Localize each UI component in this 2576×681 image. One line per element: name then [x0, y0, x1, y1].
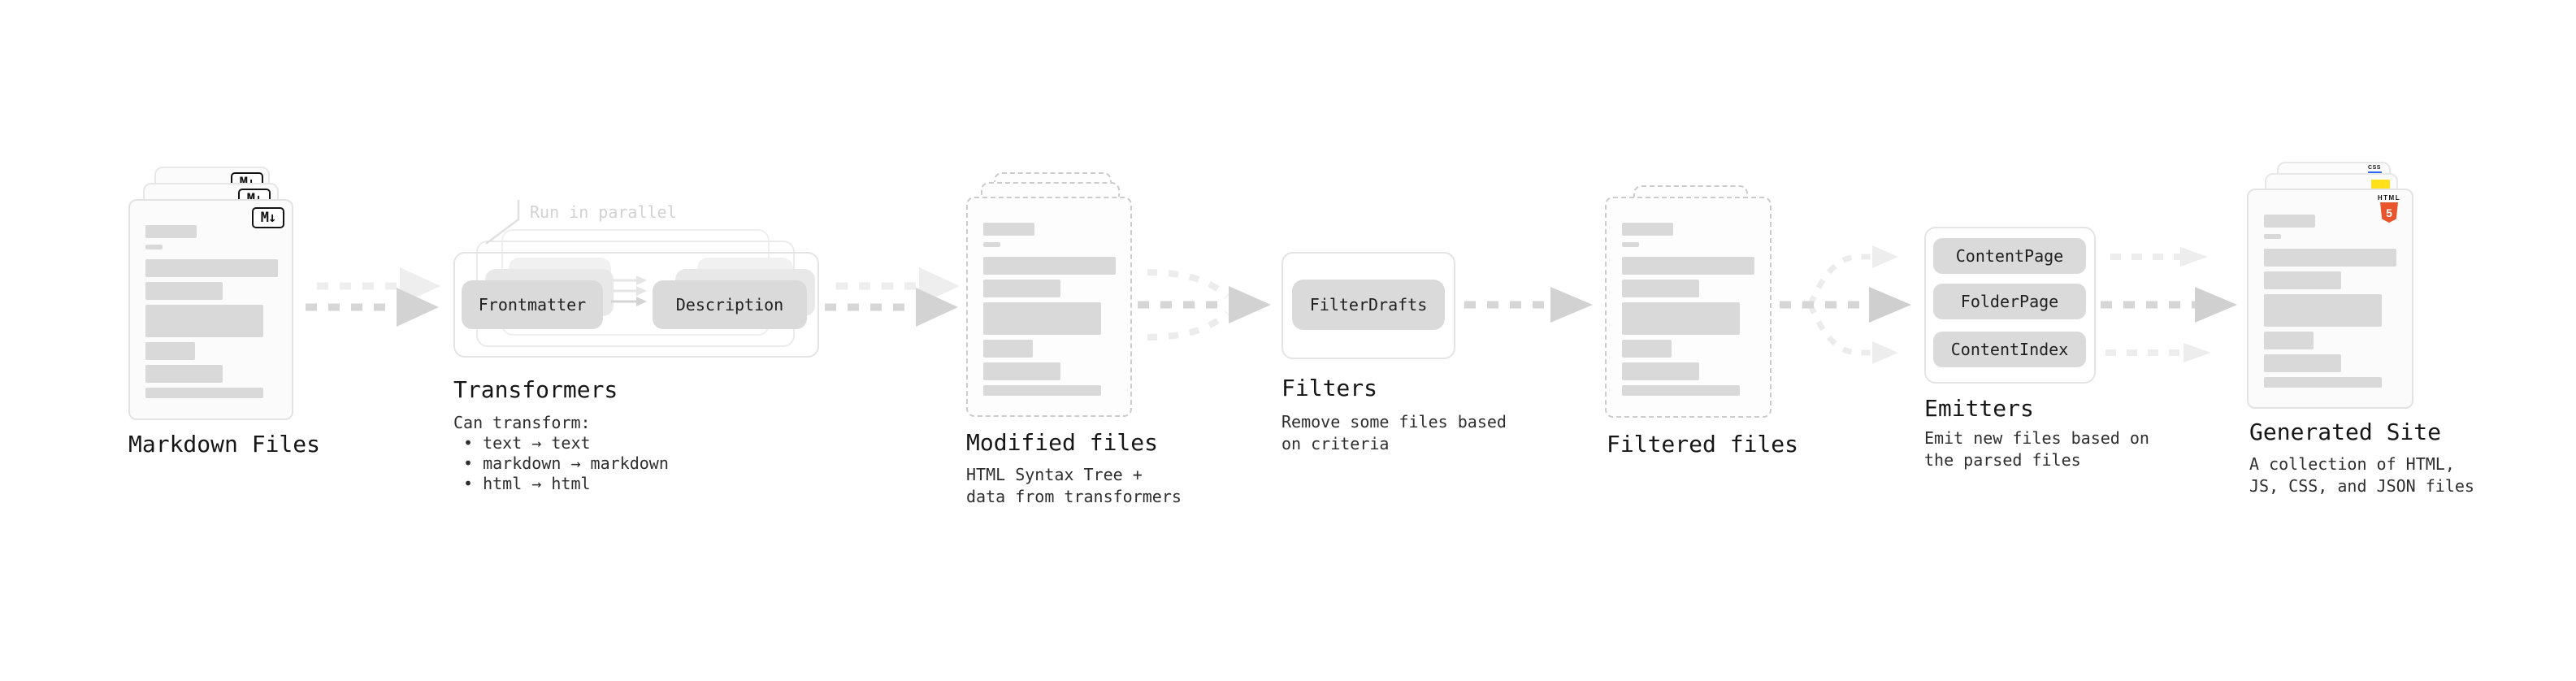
- filters-description: Remove some files based on criteria: [1281, 412, 1507, 453]
- flow-arrow-2: [825, 267, 960, 327]
- content-placeholder-bars: [2264, 215, 2396, 388]
- transformers-bullet: • html → html: [463, 474, 591, 493]
- contentindex-pill: ContentIndex: [1933, 332, 2086, 367]
- html5-icon: HTML 5: [2375, 194, 2403, 223]
- modified-file-card: [966, 197, 1132, 417]
- content-placeholder-bars: [983, 223, 1116, 396]
- filters-label: Filters: [1281, 375, 1378, 401]
- modified-files-description: HTML Syntax Tree + data from transformer…: [966, 465, 1182, 506]
- flow-arrow-6-parallel: [2101, 247, 2237, 362]
- flow-arrow-4: [1464, 287, 1593, 323]
- content-placeholder-bars: [145, 225, 278, 398]
- frontmatter-pill: Frontmatter: [462, 280, 603, 329]
- markdown-files-label: Markdown Files: [128, 431, 321, 458]
- emitters-description: Emit new files based on the parsed files: [1924, 428, 2149, 470]
- description-pill: Description: [653, 280, 807, 329]
- content-placeholder-bars: [1622, 223, 1754, 396]
- filterdrafts-pill: FilterDrafts: [1292, 280, 1445, 330]
- folderpage-pill: FolderPage: [1933, 284, 2086, 319]
- transformers-bullet: • text → text: [463, 433, 591, 453]
- flow-arrow-5-diverge: [1780, 245, 1911, 364]
- transformers-desc-title: Can transform:: [453, 413, 591, 432]
- emitters-label: Emitters: [1924, 395, 2034, 422]
- modified-files-label: Modified files: [966, 429, 1159, 456]
- generated-site-label: Generated Site: [2249, 419, 2442, 445]
- markdown-file-card: M↓: [128, 199, 293, 420]
- transformers-bullet: • markdown → markdown: [463, 453, 669, 473]
- filtered-files-label: Filtered files: [1607, 431, 1799, 458]
- transformers-label: Transformers: [453, 376, 618, 403]
- flow-arrow-3-converge: [1138, 269, 1271, 340]
- filters-container: [1281, 252, 1455, 359]
- contentpage-pill: ContentPage: [1933, 238, 2086, 274]
- generated-site-description: A collection of HTML, JS, CSS, and JSON …: [2249, 454, 2474, 496]
- javascript-icon: [2371, 180, 2390, 189]
- markdown-icon: M↓: [252, 207, 284, 228]
- filtered-file-card: [1605, 197, 1772, 418]
- run-in-parallel-annotation: Run in parallel: [530, 202, 677, 222]
- flow-arrow-1: [306, 267, 440, 327]
- generated-file-card: HTML 5: [2247, 189, 2413, 409]
- transformers-description: Can transform: • text → text • markdown …: [453, 413, 669, 494]
- emitters-container: [1924, 227, 2096, 384]
- transformer-step-arrows: [611, 275, 647, 306]
- transformers-container: [453, 252, 819, 358]
- run-in-parallel-leader-line: [485, 200, 520, 245]
